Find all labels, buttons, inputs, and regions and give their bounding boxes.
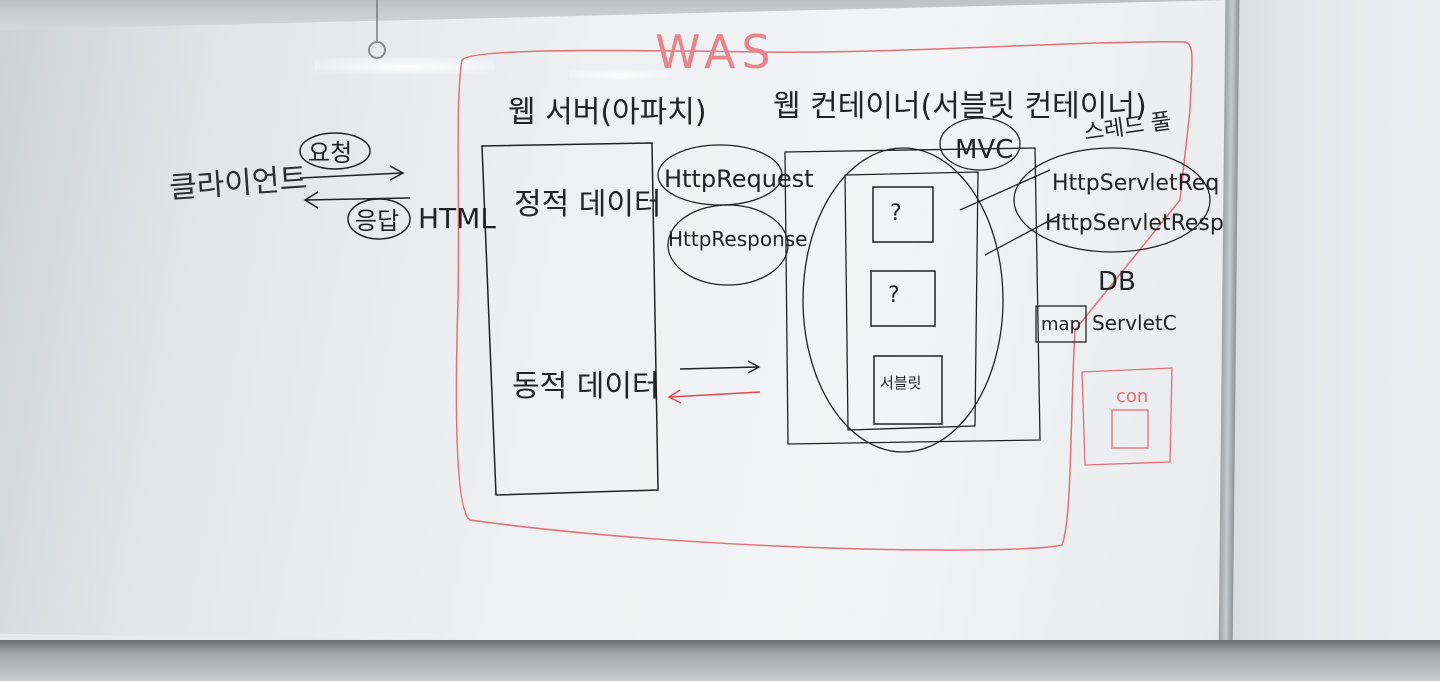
servlet-group-circle: [802, 147, 1004, 453]
response-arrow: [303, 191, 411, 209]
con-box: [1081, 367, 1173, 466]
hanging-hook: [368, 0, 386, 59]
was-boundary: [455, 41, 1193, 551]
servlet-response-label: HttpServletResp: [1045, 211, 1224, 236]
client-label: 클라이언트: [168, 161, 308, 206]
servlet-box-2-label: ?: [888, 283, 900, 308]
servlet-label: ServletC: [1092, 311, 1177, 335]
dynamic-data-label: 동적 데이터: [512, 369, 660, 404]
was-label: WAS: [655, 25, 777, 79]
map-box: [1035, 305, 1087, 343]
http-request-label: HttpRequest: [664, 165, 814, 193]
con-inner-box: [1111, 409, 1149, 449]
response-circle: [347, 198, 411, 240]
servlet-panel: [844, 171, 979, 431]
forward-arrow: [679, 360, 761, 374]
servlet-request-label: HttpServletReq: [1052, 171, 1219, 196]
light-glare: [570, 70, 670, 80]
web-container-box: [784, 147, 1041, 445]
servlet-objects-circle: [1013, 147, 1211, 253]
request-label: 요청: [308, 139, 352, 167]
db-label: DB: [1098, 267, 1136, 297]
web-container-label: 웹 컨테이너(서블릿 컨테이너): [773, 89, 1147, 124]
whiteboard-tray: [0, 640, 1440, 681]
request-arrow: [299, 165, 405, 181]
response-label: 응답: [355, 207, 399, 235]
servlet-box-1-label: ?: [890, 201, 902, 226]
mvc-label: MVC: [955, 135, 1013, 165]
http-response-circle: [667, 204, 789, 286]
mvc-circle: [939, 117, 1021, 171]
map-label: map: [1041, 314, 1081, 335]
http-response-label: HttpResponse: [668, 227, 807, 251]
servlet-box-3: [873, 355, 943, 425]
servlet-box-1: [872, 186, 934, 243]
light-glare: [315, 58, 495, 74]
request-circle: [299, 132, 371, 170]
servlet-box-3-label: 서블릿: [880, 374, 921, 392]
static-data-label: 정적 데이터: [514, 187, 662, 222]
wall-background: [1226, 0, 1440, 681]
return-arrow: [667, 389, 761, 404]
web-server-label: 웹 서버(아파치): [508, 95, 707, 130]
html-label: HTML: [418, 202, 496, 235]
whiteboard-surface: [0, 0, 1230, 650]
container-link-line: [959, 169, 1061, 256]
web-server-box: [481, 142, 659, 496]
con-label: con: [1116, 386, 1148, 407]
servlet-box-2: [870, 270, 936, 327]
